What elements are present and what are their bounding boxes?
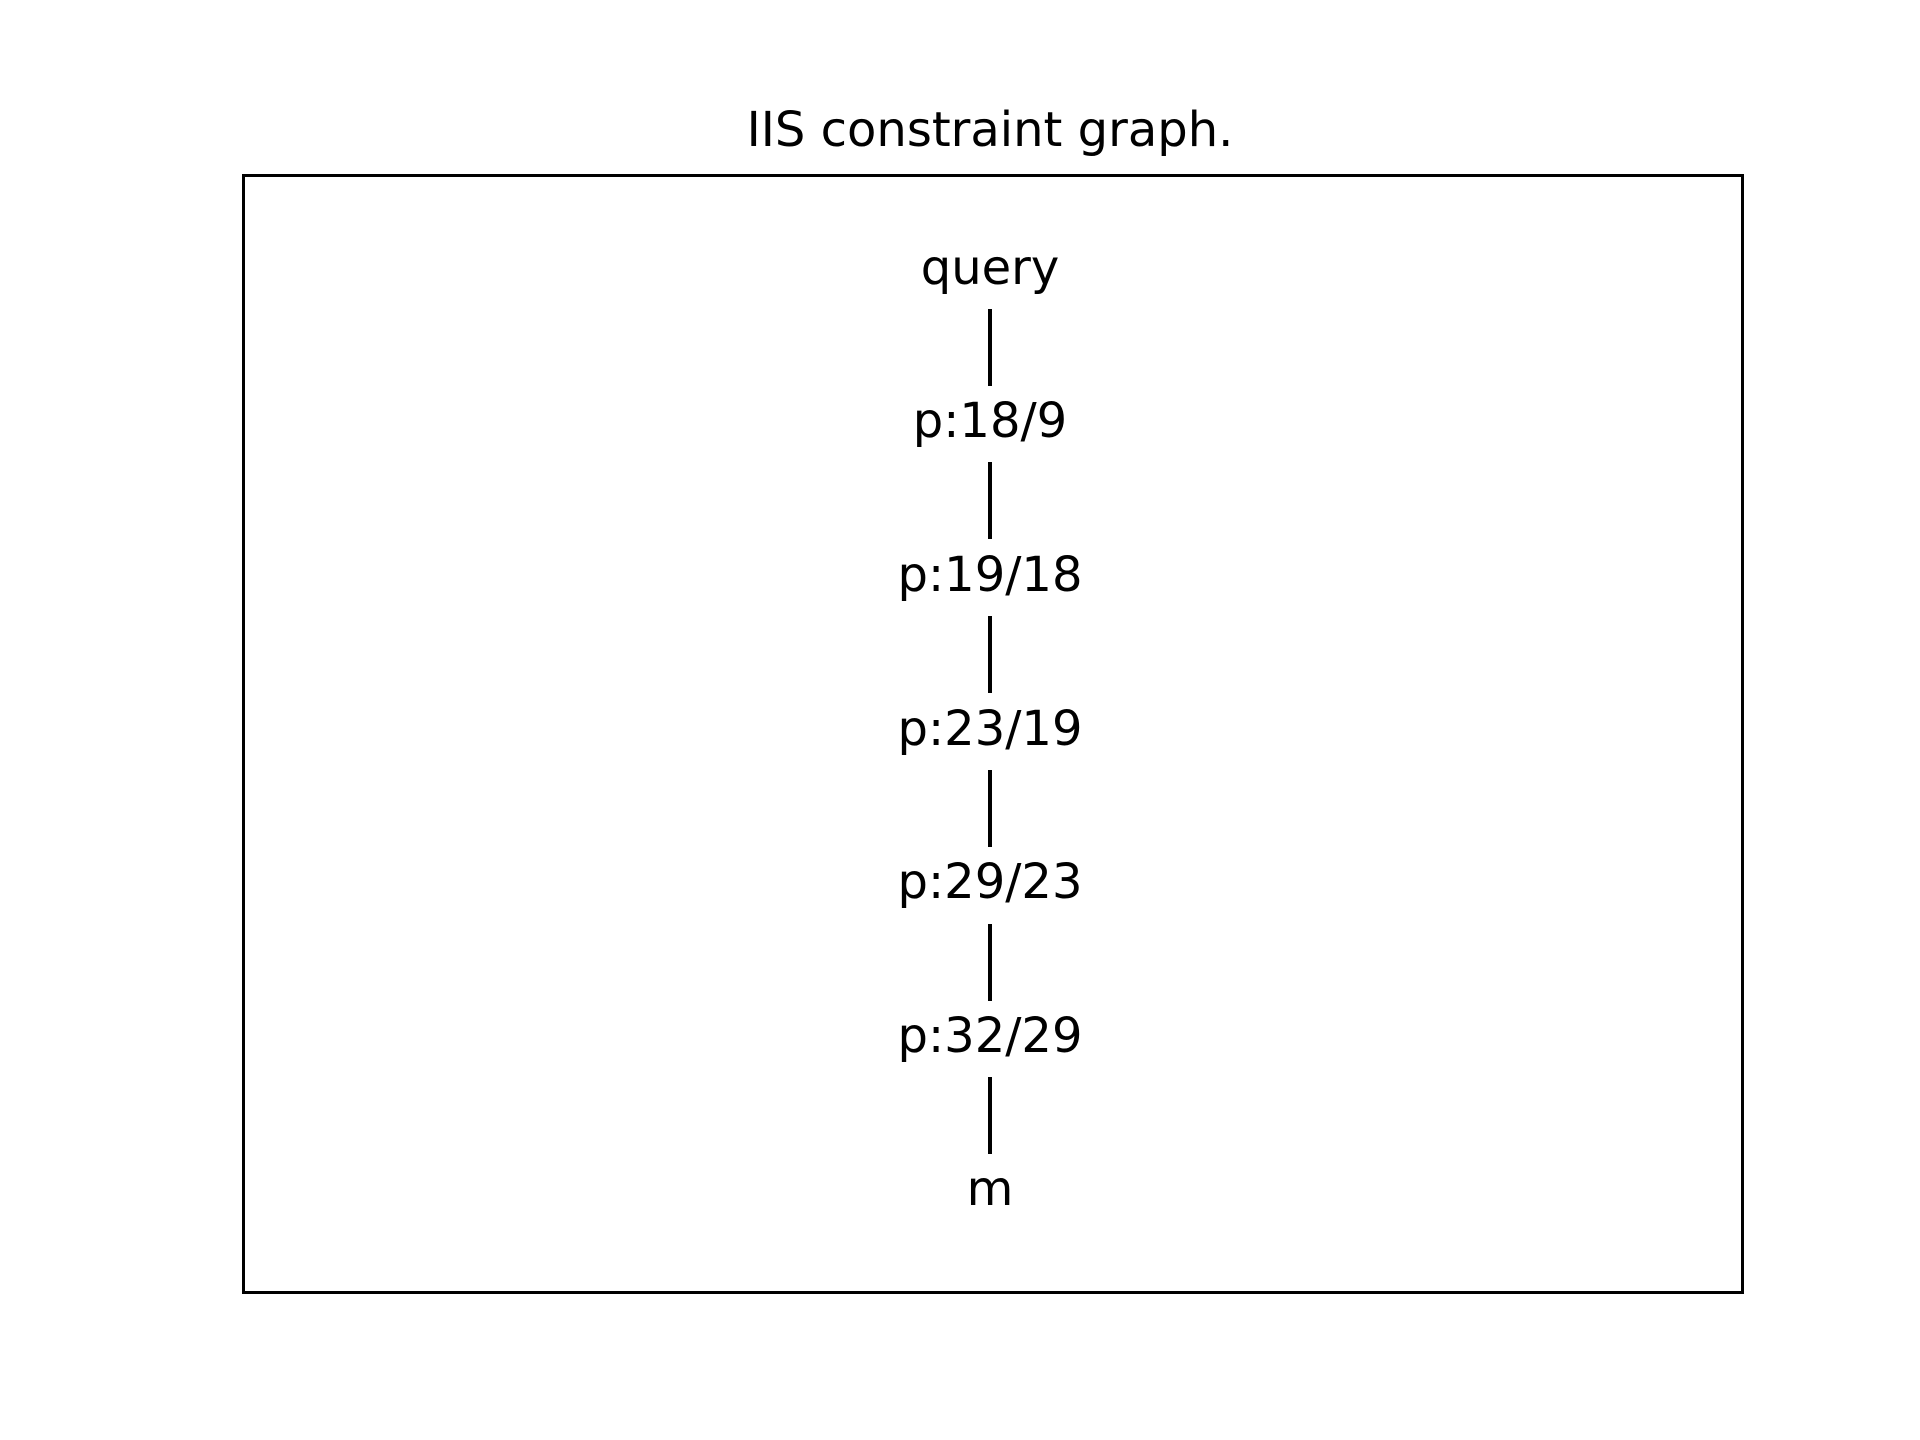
diagram-frame xyxy=(242,174,1744,1294)
edge-query-to-p18-9 xyxy=(988,309,992,386)
node-query: query xyxy=(920,240,1060,296)
node-m: m xyxy=(966,1161,1014,1217)
node-p29-23: p:29/23 xyxy=(897,854,1083,910)
edge-p32-29-to-m xyxy=(988,1077,992,1154)
edge-p23-19-to-p29-23 xyxy=(988,770,992,847)
node-p23-19: p:23/19 xyxy=(897,701,1083,757)
diagram-title: IIS constraint graph. xyxy=(746,102,1234,158)
edge-p19-18-to-p23-19 xyxy=(988,616,992,693)
node-p18-9: p:18/9 xyxy=(912,393,1068,449)
node-p19-18: p:19/18 xyxy=(897,547,1083,603)
node-p32-29: p:32/29 xyxy=(897,1008,1083,1064)
edge-p18-9-to-p19-18 xyxy=(988,462,992,539)
edge-p29-23-to-p32-29 xyxy=(988,924,992,1001)
